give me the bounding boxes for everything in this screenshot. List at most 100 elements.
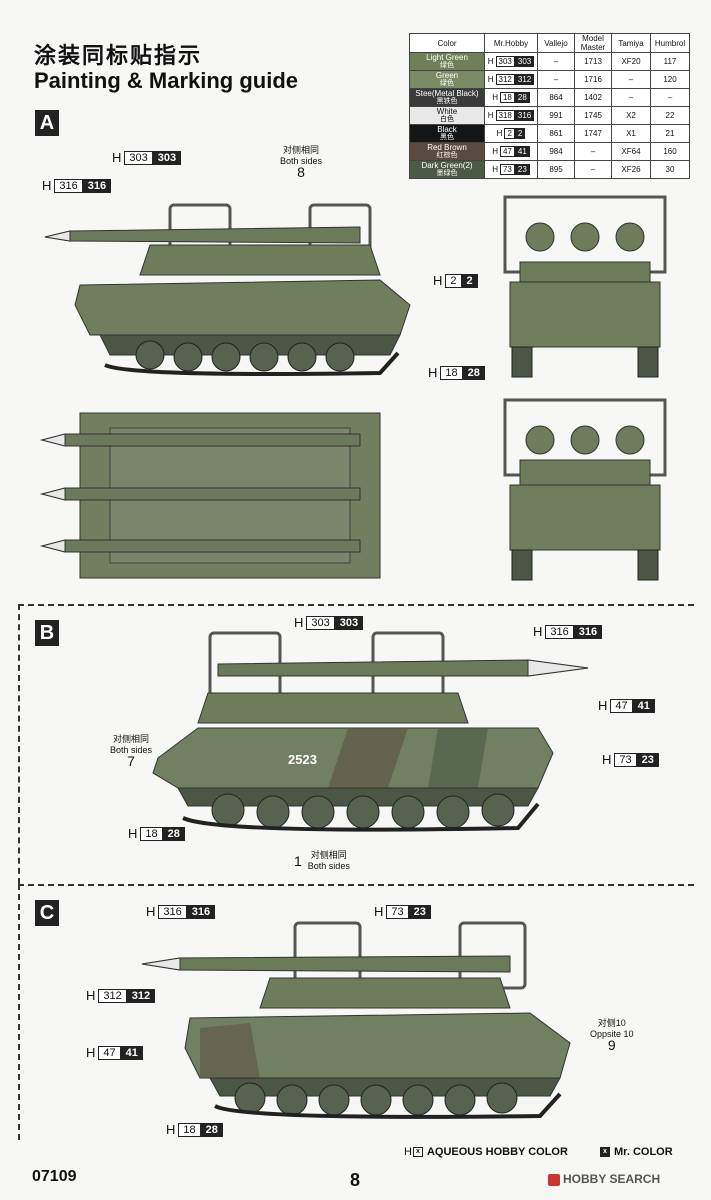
col-color: Color [409, 33, 485, 53]
humbrol-cell: 120 [650, 70, 690, 89]
col-mrhobby: Mr.Hobby [484, 33, 538, 53]
product-code: 07109 [32, 1168, 77, 1185]
vallejo-cell: 861 [537, 124, 575, 143]
section-c-left-border [18, 884, 20, 1140]
modelmaster-cell: 1745 [574, 106, 612, 125]
vehicle-a-front [503, 195, 667, 378]
watermark: HOBBY SEARCH [548, 1172, 660, 1186]
humbrol-cell: – [650, 88, 690, 107]
color-swatch: Stee(Metal Black)黑铁色 [409, 88, 485, 107]
modelmaster-cell: 1713 [574, 52, 612, 71]
vehicle-a-side [44, 203, 411, 376]
humbrol-cell: 30 [650, 160, 690, 179]
modelmaster-cell: – [574, 142, 612, 161]
color-swatch: Dark Green(2)墨绿色 [409, 160, 485, 179]
legend-mr-color: x Mr. COLOR [600, 1146, 673, 1158]
humbrol-cell: 117 [650, 52, 690, 71]
vehicle-b-side [152, 631, 589, 832]
title-english: Painting & Marking guide [34, 68, 299, 93]
col-tamiya: Tamiya [611, 33, 651, 53]
vehicle-a-rear [503, 398, 667, 581]
humbrol-cell: 22 [650, 106, 690, 125]
color-table: Color Mr.Hobby Vallejo Model Master Tami… [409, 33, 690, 179]
title-chinese: 涂装同标贴指示 [34, 43, 203, 68]
aqueous-swatch-icon: x [412, 1147, 423, 1157]
section-a-label: A [35, 110, 59, 136]
tamiya-cell: XF20 [611, 52, 651, 71]
section-divider-1 [18, 604, 694, 606]
watermark-logo-icon [548, 1173, 560, 1186]
page-number: 8 [350, 1170, 361, 1190]
modelmaster-cell: – [574, 160, 612, 179]
mr-color-swatch-icon: x [600, 1147, 610, 1157]
vallejo-cell: – [537, 52, 575, 71]
modelmaster-cell: 1402 [574, 88, 612, 107]
tamiya-cell: X1 [611, 124, 651, 143]
col-vallejo: Vallejo [537, 33, 575, 53]
humbrol-cell: 160 [650, 142, 690, 161]
col-modelmaster: Model Master [574, 33, 612, 53]
section-b-left-border [18, 604, 20, 884]
vallejo-cell: 864 [537, 88, 575, 107]
section-c-label: C [35, 900, 59, 926]
hull-number: 2523 [288, 752, 317, 767]
modelmaster-cell: 1716 [574, 70, 612, 89]
vallejo-cell: 984 [537, 142, 575, 161]
tamiya-cell: XF64 [611, 142, 651, 161]
section-divider-2 [18, 884, 694, 886]
tamiya-cell: – [611, 70, 651, 89]
legend-aqueous: H x AQUEOUS HOBBY COLOR [404, 1146, 568, 1158]
color-table-header: Color Mr.Hobby Vallejo Model Master Tami… [409, 33, 690, 53]
vallejo-cell: 991 [537, 106, 575, 125]
modelmaster-cell: 1747 [574, 124, 612, 143]
tamiya-cell: X2 [611, 106, 651, 125]
vallejo-cell: – [537, 70, 575, 89]
col-humbrol: Humbrol [650, 33, 690, 53]
vallejo-cell: 895 [537, 160, 575, 179]
tamiya-cell: – [611, 88, 651, 107]
vehicle-c-side [141, 921, 571, 1119]
vehicle-a-top [40, 412, 381, 579]
section-b-label: B [35, 620, 59, 646]
humbrol-cell: 21 [650, 124, 690, 143]
